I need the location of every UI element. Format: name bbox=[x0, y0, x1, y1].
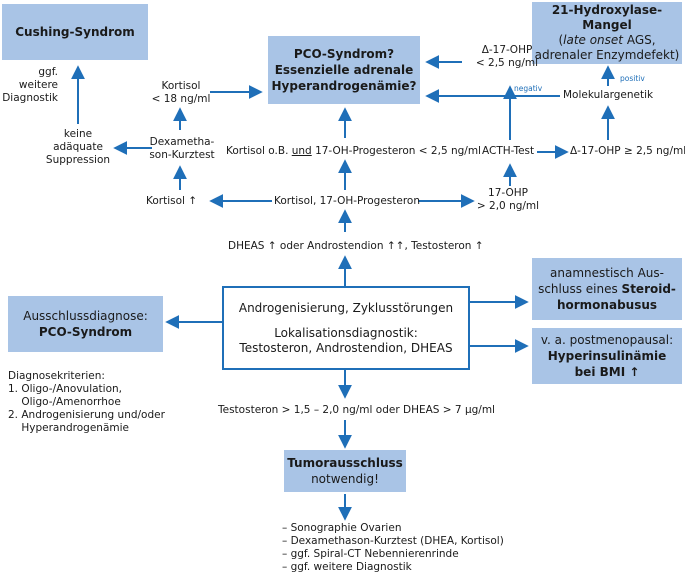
ausschluss-line2: PCO-Syndrom bbox=[38, 325, 133, 339]
kriterien-item: Oligo-/Amenorrhoe bbox=[8, 396, 121, 408]
kriterien-item: Hyperandrogenämie bbox=[8, 422, 129, 434]
acth-label: ACTH-Test bbox=[482, 145, 535, 157]
ohp-20-label: 17-OHP > 2,0 ng/ml bbox=[476, 187, 540, 212]
kortisol-up-label: Kortisol ↑ bbox=[146, 195, 198, 207]
postmeno-line2: Hyperinsulinämie bbox=[547, 349, 667, 363]
delta-low-label: Δ-17-OHP < 2,5 ng/ml bbox=[475, 44, 539, 69]
central-line2: Lokalisationsdiagnostik: bbox=[274, 325, 418, 340]
postmeno-box: v. a. postmenopausal: Hyperinsulinämie b… bbox=[532, 328, 682, 384]
pco-line2: Essenzielle adrenale bbox=[274, 63, 414, 77]
testo-label: Testosteron > 1,5 – 2,0 ng/ml oder DHEAS… bbox=[218, 404, 495, 416]
tumor-line2: notwendig! bbox=[311, 472, 379, 486]
anamnestisch-line1: anamnestisch Aus- bbox=[550, 266, 664, 280]
pco-line3: Hyperandrogenämie? bbox=[271, 79, 417, 93]
kortisol-18-label: Kortisol < 18 ng/ml bbox=[151, 80, 211, 105]
delta-high-label: Δ-17-OHP ≥ 2,5 ng/ml bbox=[570, 145, 685, 157]
tumor-list-item: – ggf. weitere Diagnostik bbox=[282, 561, 412, 573]
tumor-line1: Tumorausschluss bbox=[287, 456, 403, 470]
pco-line1: PCO-Syndrom? bbox=[293, 47, 395, 61]
hydroxylase-line3: adrenaler Enzymdefekt) bbox=[534, 48, 680, 62]
negativ-label: negativ bbox=[514, 84, 543, 93]
weitere-diagnostik-label: ggf. weitere Diagnostik bbox=[2, 66, 58, 104]
tumor-list-item: – Dexamethason-Kurztest (DHEA, Kortisol) bbox=[282, 535, 504, 547]
keine-suppression-label: keine adäquate Suppression bbox=[45, 128, 111, 166]
pco-box: PCO-Syndrom? Essenzielle adrenale Hypera… bbox=[268, 36, 420, 104]
tumor-list-item: – Sonographie Ovarien bbox=[282, 522, 402, 534]
positiv-label: positiv bbox=[620, 74, 645, 83]
cushing-label: Cushing-Syndrom bbox=[15, 25, 135, 39]
ausschluss-line1: Ausschlussdiagnose: bbox=[23, 309, 148, 323]
kriterien-title: Diagnosekriterien: bbox=[8, 370, 105, 382]
central-box: Androgenisierung, Zyklusstörungen Lokali… bbox=[222, 286, 470, 370]
dheas-label: DHEAS ↑ oder Androstendion ↑↑, Testoster… bbox=[228, 240, 484, 252]
kriterien-item: 2. Androgenisierung und/oder bbox=[8, 409, 165, 421]
molekular-label: Molekulargenetik bbox=[563, 89, 654, 101]
kriterien-item: 1. Oligo-/Anovulation, bbox=[8, 383, 122, 395]
dexa-label: Dexametha- son-Kurztest bbox=[149, 136, 215, 161]
anamnestisch-line3: hormonabusus bbox=[556, 298, 658, 312]
central-line3: Testosteron, Androstendion, DHEAS bbox=[239, 340, 453, 355]
hydroxylase-line2: (late onset AGS, bbox=[558, 33, 656, 47]
hydroxylase-line1: 21-Hydroxylase-Mangel bbox=[551, 3, 663, 32]
central-line1: Androgenisierung, Zyklusstörungen bbox=[238, 300, 454, 315]
anamnestisch-line2: schluss eines Steroid- bbox=[538, 282, 676, 296]
tumor-list: – Sonographie Ovarien – Dexamethason-Kur… bbox=[282, 522, 504, 574]
ausschluss-box: Ausschlussdiagnose: PCO-Syndrom bbox=[8, 296, 163, 352]
hydroxylase-box: 21-Hydroxylase-Mangel (late onset AGS, a… bbox=[532, 2, 682, 64]
kortisol-ob-label: Kortisol o.B. und 17-OH-Progesteron < 2,… bbox=[226, 145, 481, 157]
anamnestisch-box: anamnestisch Aus- schluss eines Steroid-… bbox=[532, 258, 682, 320]
postmeno-line1: v. a. postmenopausal: bbox=[540, 333, 674, 347]
cushing-box: Cushing-Syndrom bbox=[2, 4, 148, 60]
tumor-box: Tumorausschluss notwendig! bbox=[284, 450, 406, 492]
kriterien-block: Diagnosekriterien: 1. Oligo-/Anovulation… bbox=[8, 370, 165, 435]
postmeno-line3: bei BMI ↑ bbox=[574, 365, 640, 379]
tumor-list-item: – ggf. Spiral-CT Nebennierenrinde bbox=[282, 548, 459, 560]
kortisol-17ohp-label: Kortisol, 17-OH-Progesteron bbox=[274, 195, 421, 207]
